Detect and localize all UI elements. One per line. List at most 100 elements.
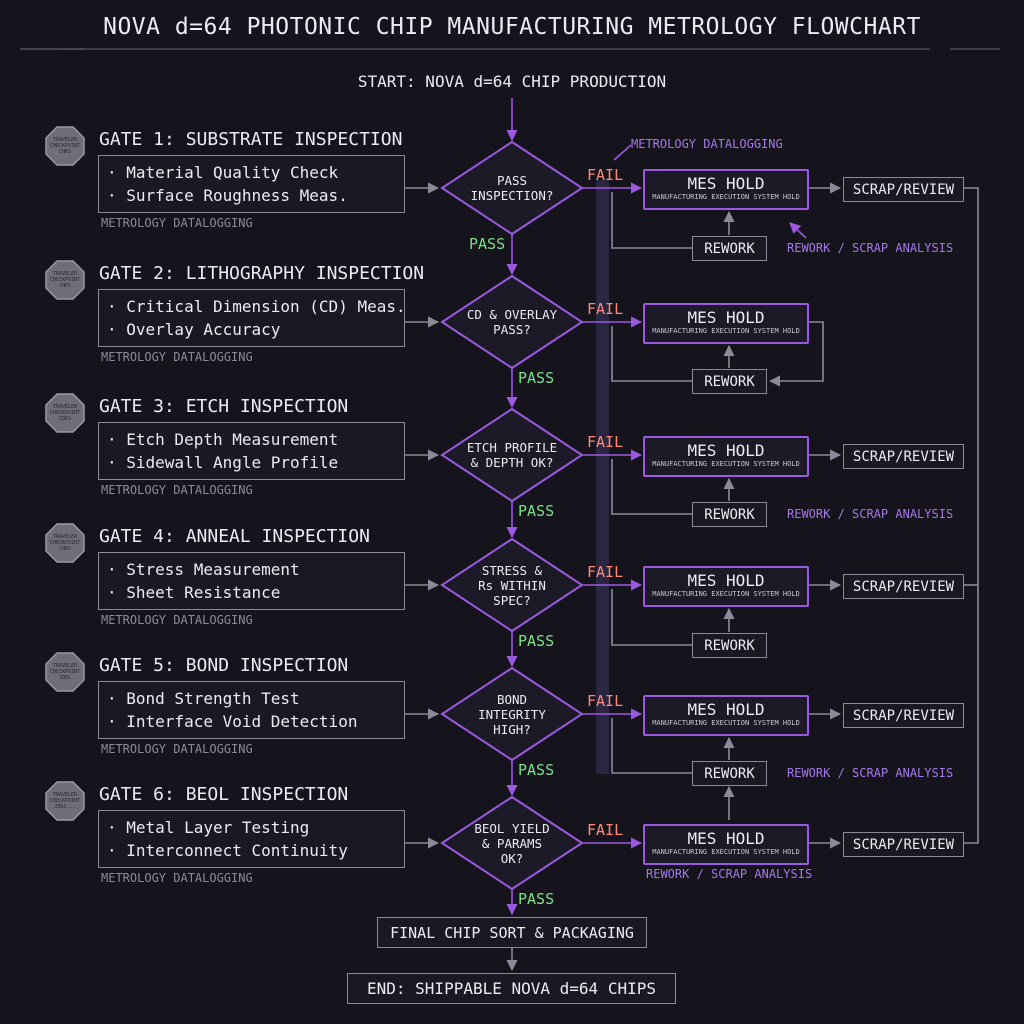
checkpoint-badge-label: TRAVELER CHECKPOINT CHKS	[49, 271, 81, 289]
rework-return-line	[611, 326, 692, 382]
metrology-datalogging-note: METROLOGY DATALOGGING	[631, 137, 783, 151]
scrap-review-box: SCRAP/REVIEW	[843, 444, 964, 469]
decision-line: STRESS &	[481, 562, 543, 578]
decision-line: BEOL YIELD	[474, 820, 550, 836]
mes-hold-title: MES HOLD	[687, 308, 765, 327]
scrap-review-box: SCRAP/REVIEW	[843, 703, 964, 728]
decision-line: SPEC?	[493, 592, 531, 608]
checklist-item: · Bond Strength Test	[107, 689, 300, 708]
metrology-datalogging-label: METROLOGY DATALOGGING	[101, 216, 253, 230]
decision-line: & DEPTH OK?	[470, 455, 554, 470]
rework-return-line	[611, 459, 692, 515]
decision-line: Rs WITHIN	[478, 577, 546, 593]
decision-line: OK?	[500, 850, 524, 866]
metrology-datalogging-label: METROLOGY DATALOGGING	[101, 871, 253, 885]
fail-label: FAIL	[587, 300, 624, 318]
start-label: START: NOVA d=64 CHIP PRODUCTION	[357, 72, 667, 91]
checkpoint-badge-label: TRAVELER CHECKPOINT CHKS	[49, 137, 81, 155]
mes-hold-subtitle: MANUFACTURING EXECUTION SYSTEM HOLD	[652, 848, 800, 856]
rework-box: REWORK	[692, 236, 767, 261]
decision-line: BOND	[496, 691, 528, 707]
fail-rail	[596, 180, 609, 774]
mes-hold-subtitle: MANUFACTURING EXECUTION SYSTEM HOLD	[652, 327, 800, 335]
decision-line: ETCH PROFILE	[466, 440, 558, 455]
decision-line: HIGH?	[493, 721, 531, 737]
gate-title: GATE 3: ETCH INSPECTION	[99, 396, 349, 417]
decision-line: INTEGRITY	[478, 706, 546, 722]
rework-box: REWORK	[692, 761, 767, 786]
decision-text: ETCH PROFILE& DEPTH OK?	[467, 440, 557, 470]
pass-label: PASS	[518, 761, 555, 779]
gate-title: GATE 6: BEOL INSPECTION	[99, 784, 349, 805]
checklist-item: · Overlay Accuracy	[107, 320, 281, 339]
decision-line: PASS	[496, 173, 528, 188]
gate-title: GATE 5: BOND INSPECTION	[99, 655, 349, 676]
checklist-item: · Critical Dimension (CD) Meas.	[107, 297, 406, 316]
rework-box: REWORK	[692, 369, 767, 394]
rework-return-line	[611, 718, 692, 774]
checklist-item: · Interface Void Detection	[107, 712, 358, 731]
rework-scrap-analysis-note: REWORK / SCRAP ANALYSIS	[787, 241, 954, 255]
final-sort-box: FINAL CHIP SORT & PACKAGING	[377, 917, 647, 948]
checklist-item: · Sidewall Angle Profile	[107, 453, 339, 472]
gate-checklist-box: · Bond Strength Test · Interface Void Det…	[98, 681, 405, 739]
rework-box: REWORK	[692, 633, 767, 658]
gate-checklist-box: · Metal Layer Testing · Interconnect Cont…	[98, 810, 405, 868]
scrap-review-box: SCRAP/REVIEW	[843, 177, 964, 202]
rework-return-line	[611, 589, 692, 646]
gate-title: GATE 1: SUBSTRATE INSPECTION	[99, 129, 403, 150]
scrap-right-rail	[964, 187, 979, 844]
checklist-item: · Etch Depth Measurement	[107, 430, 339, 449]
checkpoint-badge: TRAVELER CHECKPOINT CHKS	[45, 523, 85, 563]
gate-checklist-box: · Critical Dimension (CD) Meas. · Overlay…	[98, 289, 406, 347]
gate-checklist-box: · Material Quality Check · Surface Roughn…	[98, 155, 405, 213]
pass-label: PASS	[518, 369, 555, 387]
gate-checklist-box: · Stress Measurement · Sheet Resistance	[98, 552, 405, 610]
page-title: NOVA d=64 PHOTONIC CHIP MANUFACTURING ME…	[103, 14, 921, 40]
checklist-item: · Stress Measurement	[107, 560, 300, 579]
rework-box: REWORK	[692, 502, 767, 527]
mes-hold-title: MES HOLD	[687, 700, 765, 719]
checkpoint-badge-label: TRAVELER CHECKPOINT CDKS	[49, 404, 81, 422]
checkpoint-badge-label: TRAVELER CHECKPOINT ZDKJ...	[49, 792, 81, 810]
rework-note-pointer	[789, 222, 807, 239]
decision-line: CD & OVERLAY	[466, 307, 558, 322]
checklist-item: · Metal Layer Testing	[107, 818, 310, 837]
decision-line: INSPECTION?	[470, 188, 554, 203]
mes-hold-title: MES HOLD	[687, 174, 765, 193]
end-label-box: END: SHIPPABLE NOVA d=64 CHIPS	[347, 973, 676, 1004]
checklist-item: · Interconnect Continuity	[107, 841, 348, 860]
mes-hold-subtitle: MANUFACTURING EXECUTION SYSTEM HOLD	[652, 590, 800, 598]
checkpoint-badge: TRAVELER CHECKPOINT CHKS	[45, 126, 85, 166]
fail-label: FAIL	[587, 166, 624, 184]
decision-line: & PARAMS	[481, 835, 543, 851]
gate-checklist-box: · Etch Depth Measurement · Sidewall Angle…	[98, 422, 405, 480]
checklist-item: · Sheet Resistance	[107, 583, 281, 602]
mes-hold-title: MES HOLD	[687, 441, 765, 460]
checklist-item: · Material Quality Check	[107, 163, 339, 182]
metrology-datalogging-label: METROLOGY DATALOGGING	[101, 613, 253, 627]
pass-label: PASS	[518, 890, 555, 908]
fail-label: FAIL	[587, 821, 624, 839]
checkpoint-badge: TRAVELER CHECKPOINT SDEL	[45, 652, 85, 692]
checklist-item: · Surface Roughness Meas.	[107, 186, 348, 205]
checkpoint-badge: TRAVELER CHECKPOINT CHKS	[45, 260, 85, 300]
decision-label: ETCH PROFILE& DEPTH OK?	[452, 419, 572, 491]
mes-hold-subtitle: MANUFACTURING EXECUTION SYSTEM HOLD	[652, 193, 800, 201]
checkpoint-badge-label: TRAVELER CHECKPOINT CHKS	[49, 534, 81, 552]
mes-hold-subtitle: MANUFACTURING EXECUTION SYSTEM HOLD	[652, 719, 800, 727]
decision-line: PASS?	[493, 322, 531, 337]
fail-label: FAIL	[587, 692, 624, 710]
checkpoint-badge: TRAVELER CHECKPOINT CDKS	[45, 393, 85, 433]
